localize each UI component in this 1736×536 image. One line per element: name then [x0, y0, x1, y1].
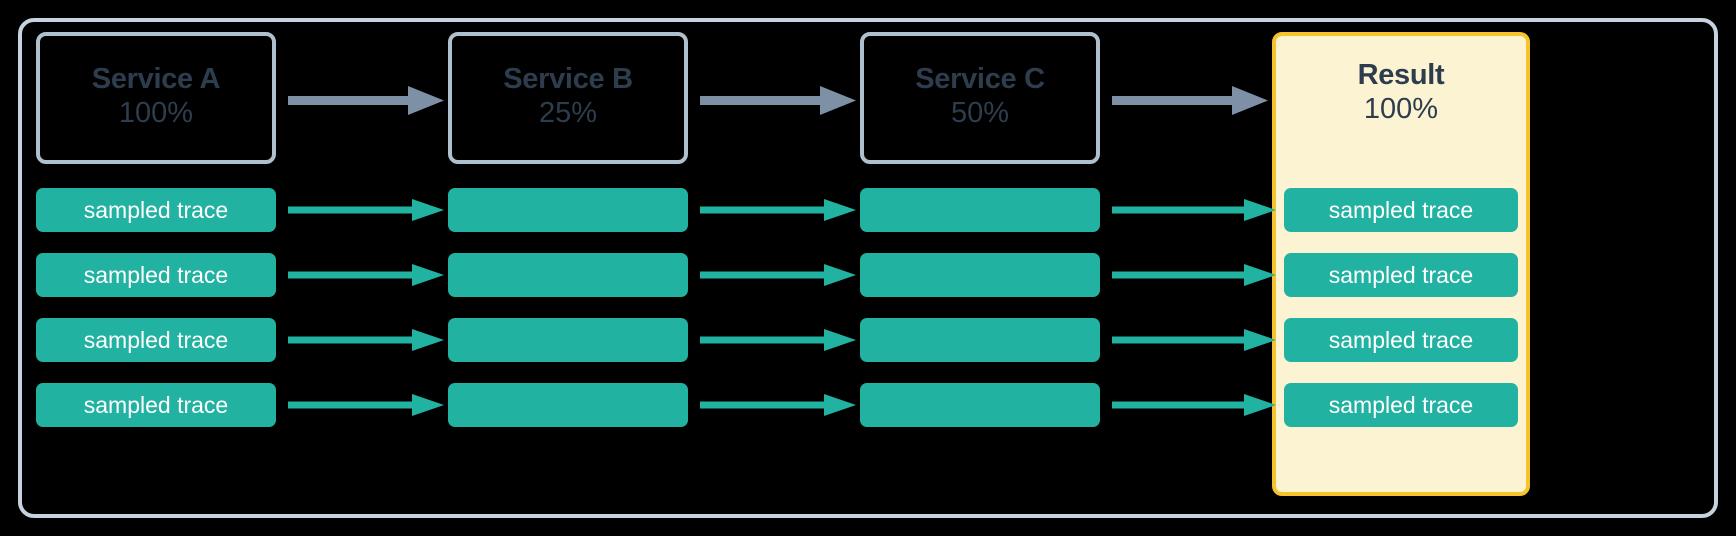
service-b-percent: 25%: [538, 96, 598, 129]
arrow-right-icon-trace-b-c-1: [700, 199, 856, 221]
trace-bar-c-1[interactable]: [860, 188, 1100, 232]
service-b-name: Service B: [503, 62, 633, 95]
service-box-b[interactable]: Service B 25%: [448, 32, 688, 164]
trace-bar-c-3[interactable]: [860, 318, 1100, 362]
service-box-c[interactable]: Service C 50%: [860, 32, 1100, 164]
trace-bar-a-4[interactable]: sampled trace: [36, 383, 276, 427]
arrow-right-icon-service-a-to-b: [288, 86, 444, 115]
service-box-a[interactable]: Service A 100%: [36, 32, 276, 164]
arrow-right-icon-trace-b-c-4: [700, 394, 856, 416]
trace-bar-b-1[interactable]: [448, 188, 688, 232]
arrow-right-icon-trace-c-result-4: [1112, 394, 1276, 416]
result-header: Result 100%: [1276, 59, 1526, 129]
trace-bar-c-4[interactable]: [860, 383, 1100, 427]
arrow-right-icon-service-c-to-result: [1112, 86, 1268, 115]
trace-label: sampled trace: [83, 196, 229, 223]
diagram-outer-frame: [18, 18, 1718, 518]
trace-bar-a-2[interactable]: sampled trace: [36, 253, 276, 297]
arrow-right-icon-trace-c-result-2: [1112, 264, 1276, 286]
arrow-right-icon-trace-a-b-2: [288, 264, 444, 286]
trace-label: sampled trace: [1328, 261, 1474, 288]
arrow-right-icon-trace-a-b-1: [288, 199, 444, 221]
trace-label: sampled trace: [1328, 326, 1474, 353]
arrow-right-icon-service-b-to-c: [700, 86, 856, 115]
trace-bar-b-2[interactable]: [448, 253, 688, 297]
trace-bar-result-3[interactable]: sampled trace: [1284, 318, 1518, 362]
trace-bar-result-1[interactable]: sampled trace: [1284, 188, 1518, 232]
trace-label: sampled trace: [83, 261, 229, 288]
service-c-name: Service C: [915, 62, 1045, 95]
service-c-percent: 50%: [950, 96, 1010, 129]
result-percent: 100%: [1363, 93, 1439, 126]
arrow-right-icon-trace-a-b-3: [288, 329, 444, 351]
arrow-right-icon-trace-b-c-2: [700, 264, 856, 286]
service-a-name: Service A: [91, 62, 221, 95]
arrow-right-icon-trace-c-result-1: [1112, 199, 1276, 221]
trace-label: sampled trace: [1328, 196, 1474, 223]
arrow-right-icon-trace-b-c-3: [700, 329, 856, 351]
trace-label: sampled trace: [83, 391, 229, 418]
trace-bar-result-2[interactable]: sampled trace: [1284, 253, 1518, 297]
trace-bar-result-4[interactable]: sampled trace: [1284, 383, 1518, 427]
trace-label: sampled trace: [1328, 391, 1474, 418]
result-name: Result: [1357, 59, 1445, 91]
trace-bar-a-3[interactable]: sampled trace: [36, 318, 276, 362]
trace-bar-b-4[interactable]: [448, 383, 688, 427]
trace-bar-a-1[interactable]: sampled trace: [36, 188, 276, 232]
trace-label: sampled trace: [83, 326, 229, 353]
service-a-percent: 100%: [118, 96, 194, 129]
trace-bar-c-2[interactable]: [860, 253, 1100, 297]
arrow-right-icon-trace-c-result-3: [1112, 329, 1276, 351]
arrow-right-icon-trace-a-b-4: [288, 394, 444, 416]
trace-bar-b-3[interactable]: [448, 318, 688, 362]
